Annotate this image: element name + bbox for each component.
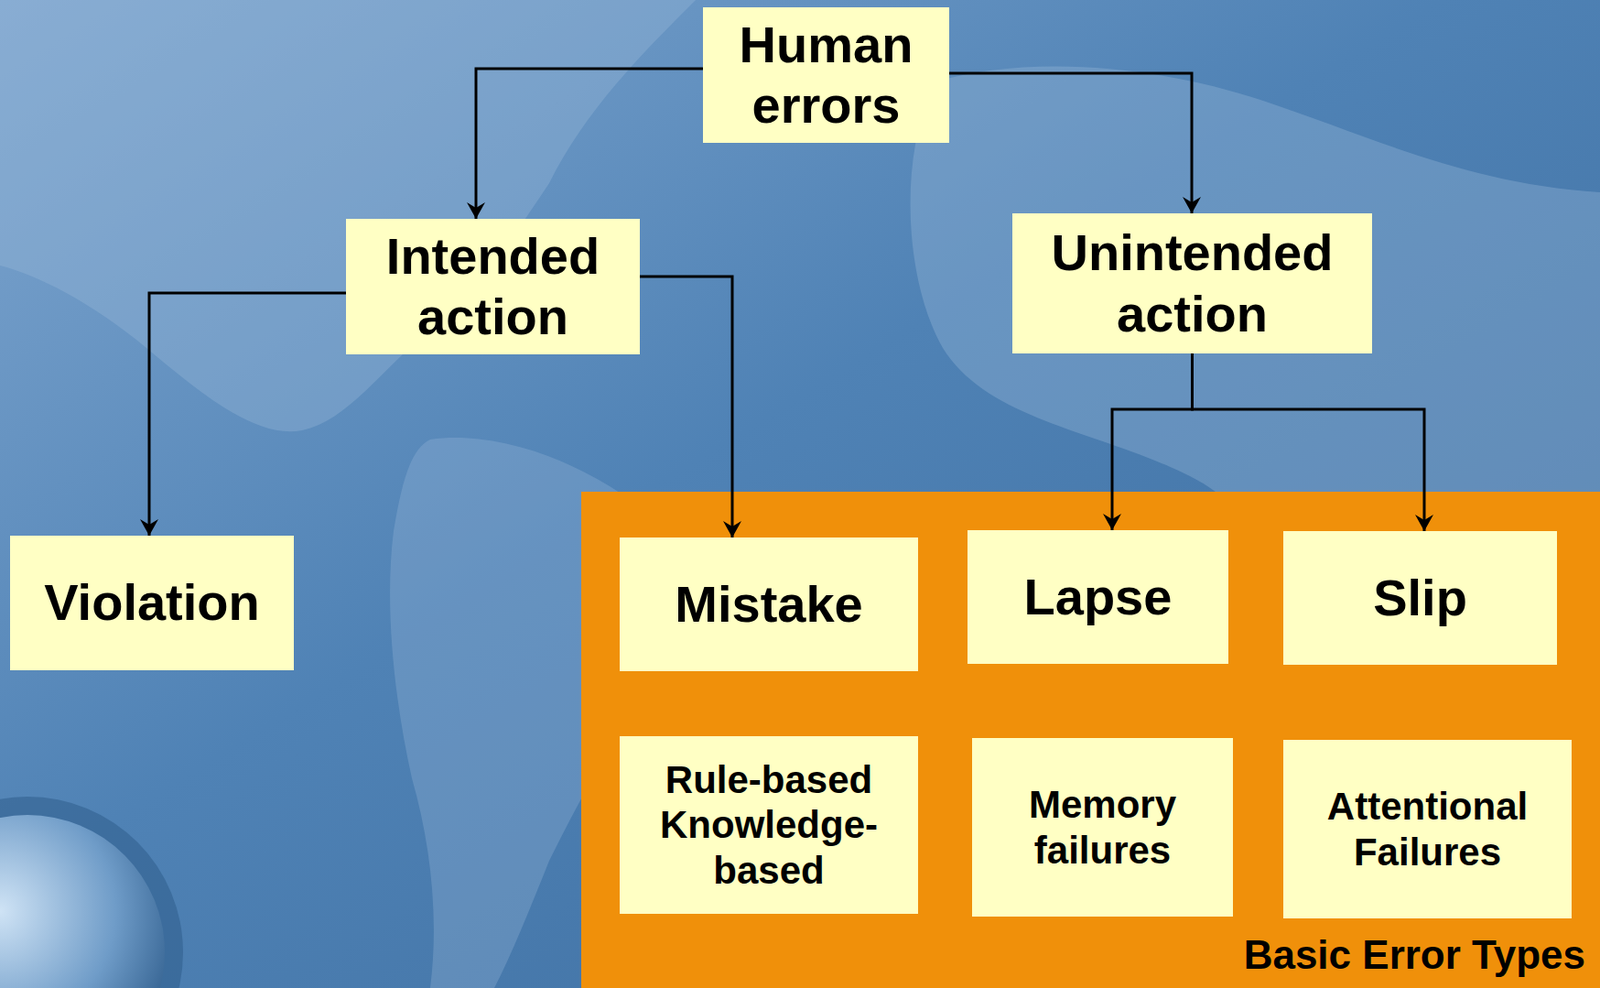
connector-arrow [639,276,733,538]
connector-arrow [149,292,346,536]
box-label: Intended action [356,226,629,347]
subtype-box: Attentional Failures [1283,739,1572,919]
subtype-box: Rule-based Knowledge-based [619,735,919,914]
subtype-box: Memory failures [972,737,1233,917]
group-band: Basic Error Types Mistake Lapse SlipRule-ba… [581,491,1600,988]
box-label: Memory failures [983,781,1222,873]
land-north-america [0,0,696,432]
box-label: Mistake [674,573,863,635]
box-label: Human errors [713,14,939,136]
box-label: Unintended action [1023,222,1362,344]
error-type-box: Mistake [619,537,919,671]
error-type-box: Lapse [967,529,1229,664]
box-label: Rule-based Knowledge-based [630,756,908,894]
box-label: Slip [1372,567,1468,628]
globe-halo [0,796,184,988]
group-label: Basic Error Types [1243,930,1586,979]
connector-arrow [1192,353,1426,531]
connector-arrow [949,73,1192,214]
category-box: Intended action [345,218,640,355]
category-box: Unintended action [1012,213,1373,354]
root-box: Human errors [702,7,950,143]
box-label: Violation [43,572,260,633]
band-fill [581,491,1600,988]
box-label: Lapse [1024,566,1173,628]
error-type-box: Violation [10,535,294,671]
box-label: Attentional Failures [1294,783,1561,875]
error-type-box: Slip [1283,530,1557,665]
connector-arrow [475,68,703,219]
globe-icon [0,814,165,988]
connector-arrow [1112,353,1193,530]
